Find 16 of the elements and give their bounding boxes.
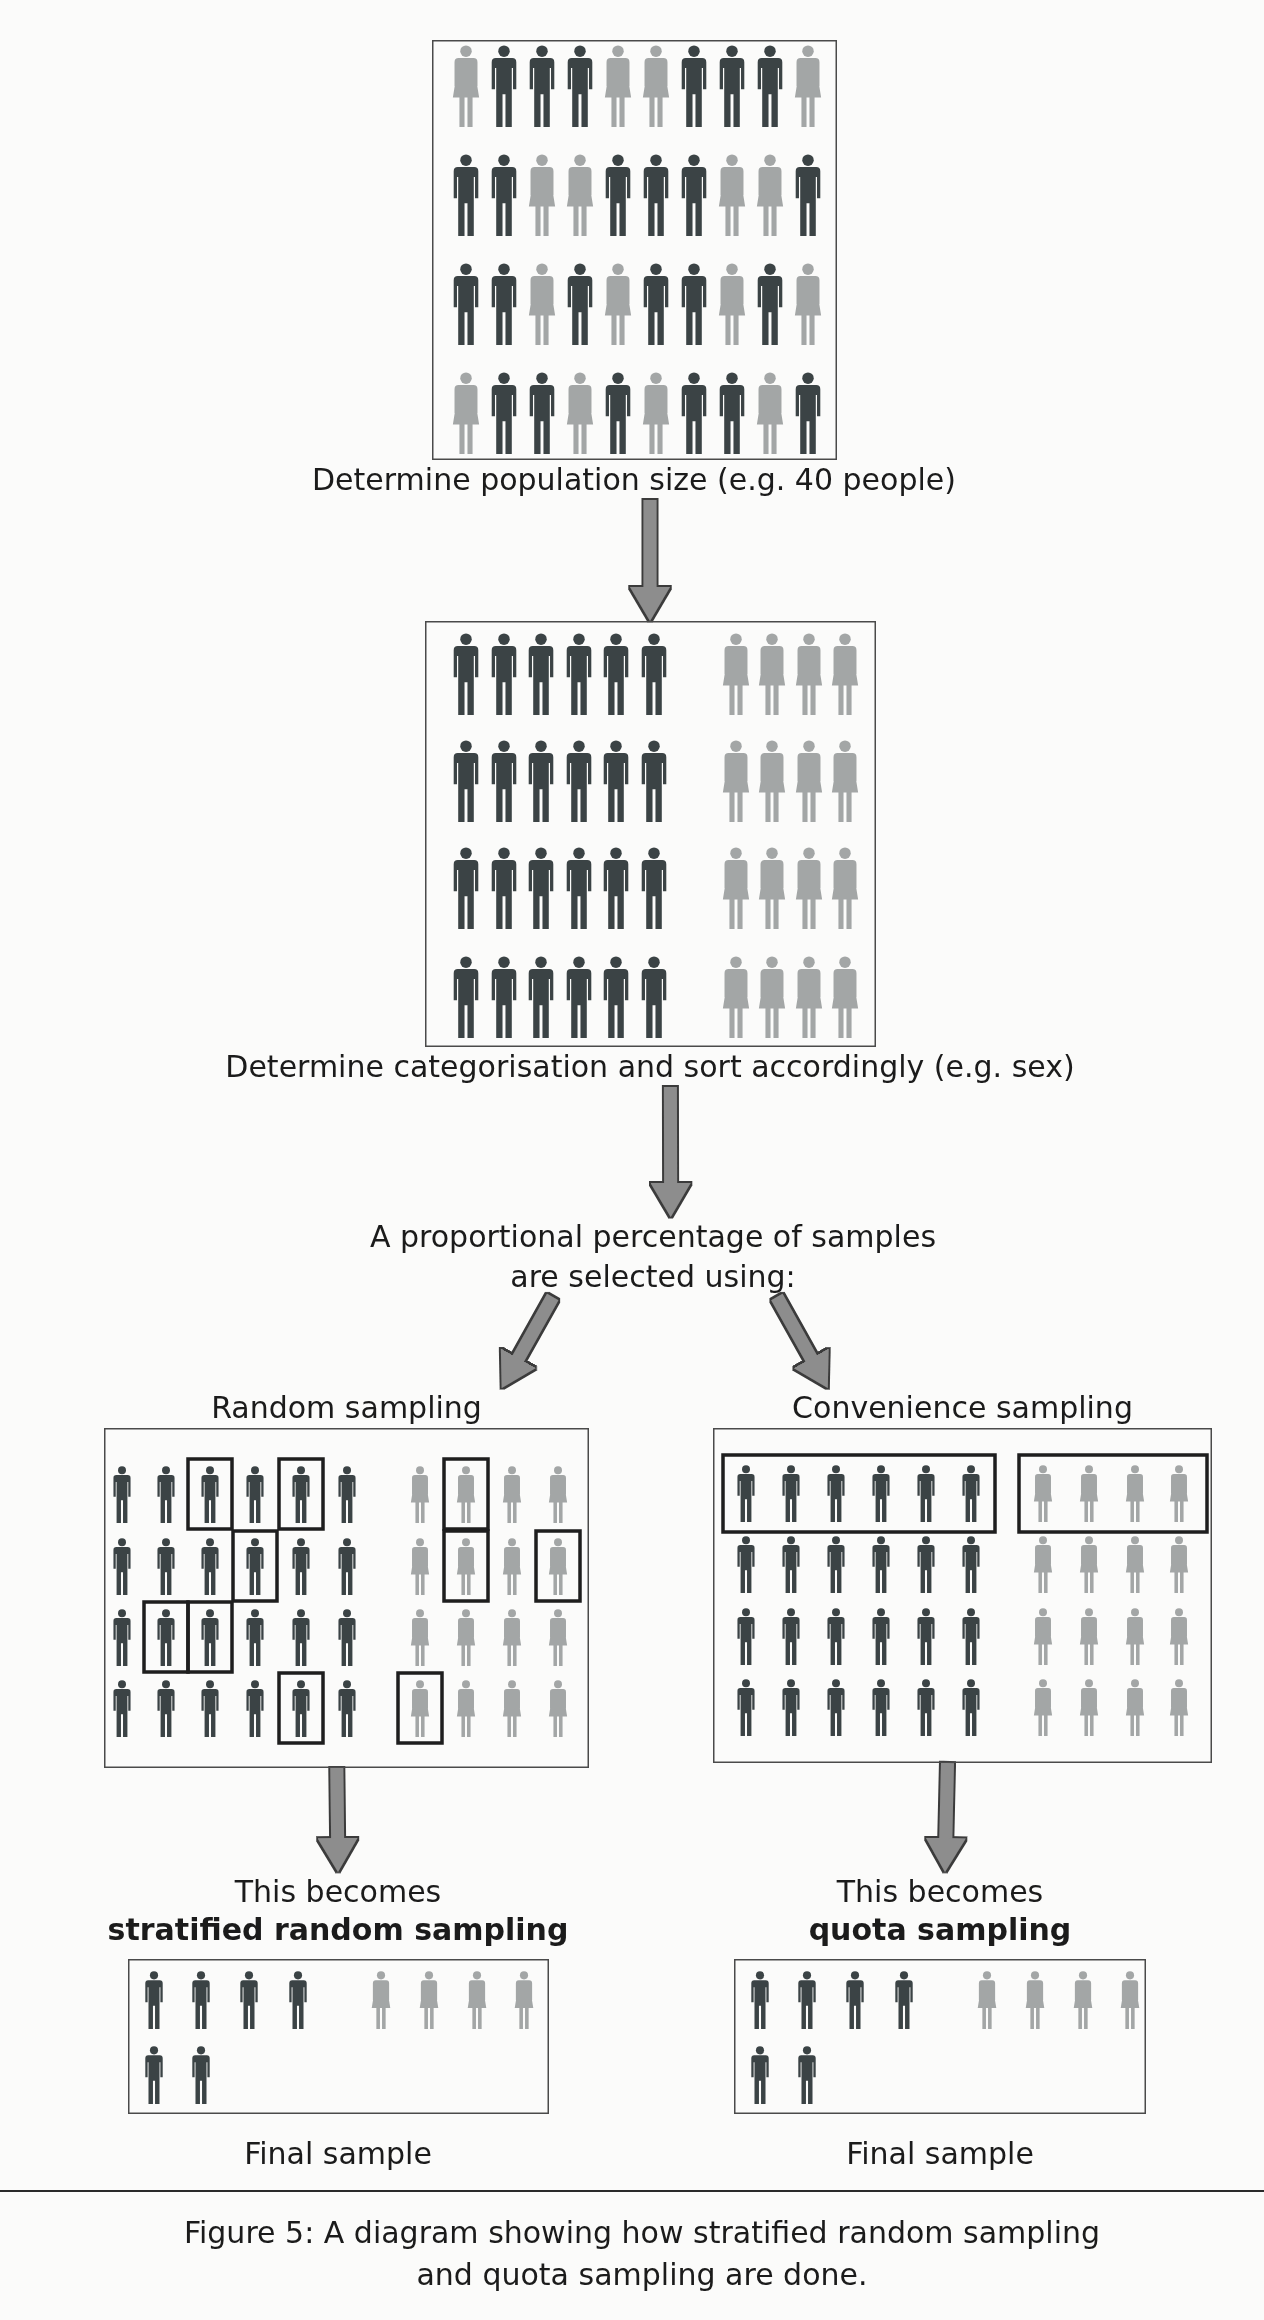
arrow — [317, 1767, 358, 1873]
arrow — [630, 500, 670, 621]
step-heading: This becomes — [234, 1873, 442, 1911]
step-heading: stratified random sampling — [107, 1912, 569, 1948]
step-caption: Final sample — [846, 2135, 1034, 2173]
step-heading: quota sampling — [808, 1912, 1072, 1948]
figure-caption: Figure 5: A diagram showing how stratified random sampling and quota sampling are done. — [182, 2214, 1102, 2294]
step-caption: Determine categorisation and sort accordingly (e.g. sex) — [225, 1048, 1075, 1086]
step-caption: Determine population size (e.g. 40 people) — [312, 461, 956, 499]
step-heading: This becomes — [836, 1873, 1044, 1911]
step-heading: Random sampling — [211, 1389, 482, 1427]
arrow — [925, 1762, 966, 1873]
step-text: A proportional percentage of samples are selected using: — [368, 1218, 938, 1296]
arrow — [650, 1086, 691, 1218]
step-caption: Final sample — [244, 2135, 432, 2173]
step-heading: Convenience sampling — [792, 1389, 1133, 1427]
